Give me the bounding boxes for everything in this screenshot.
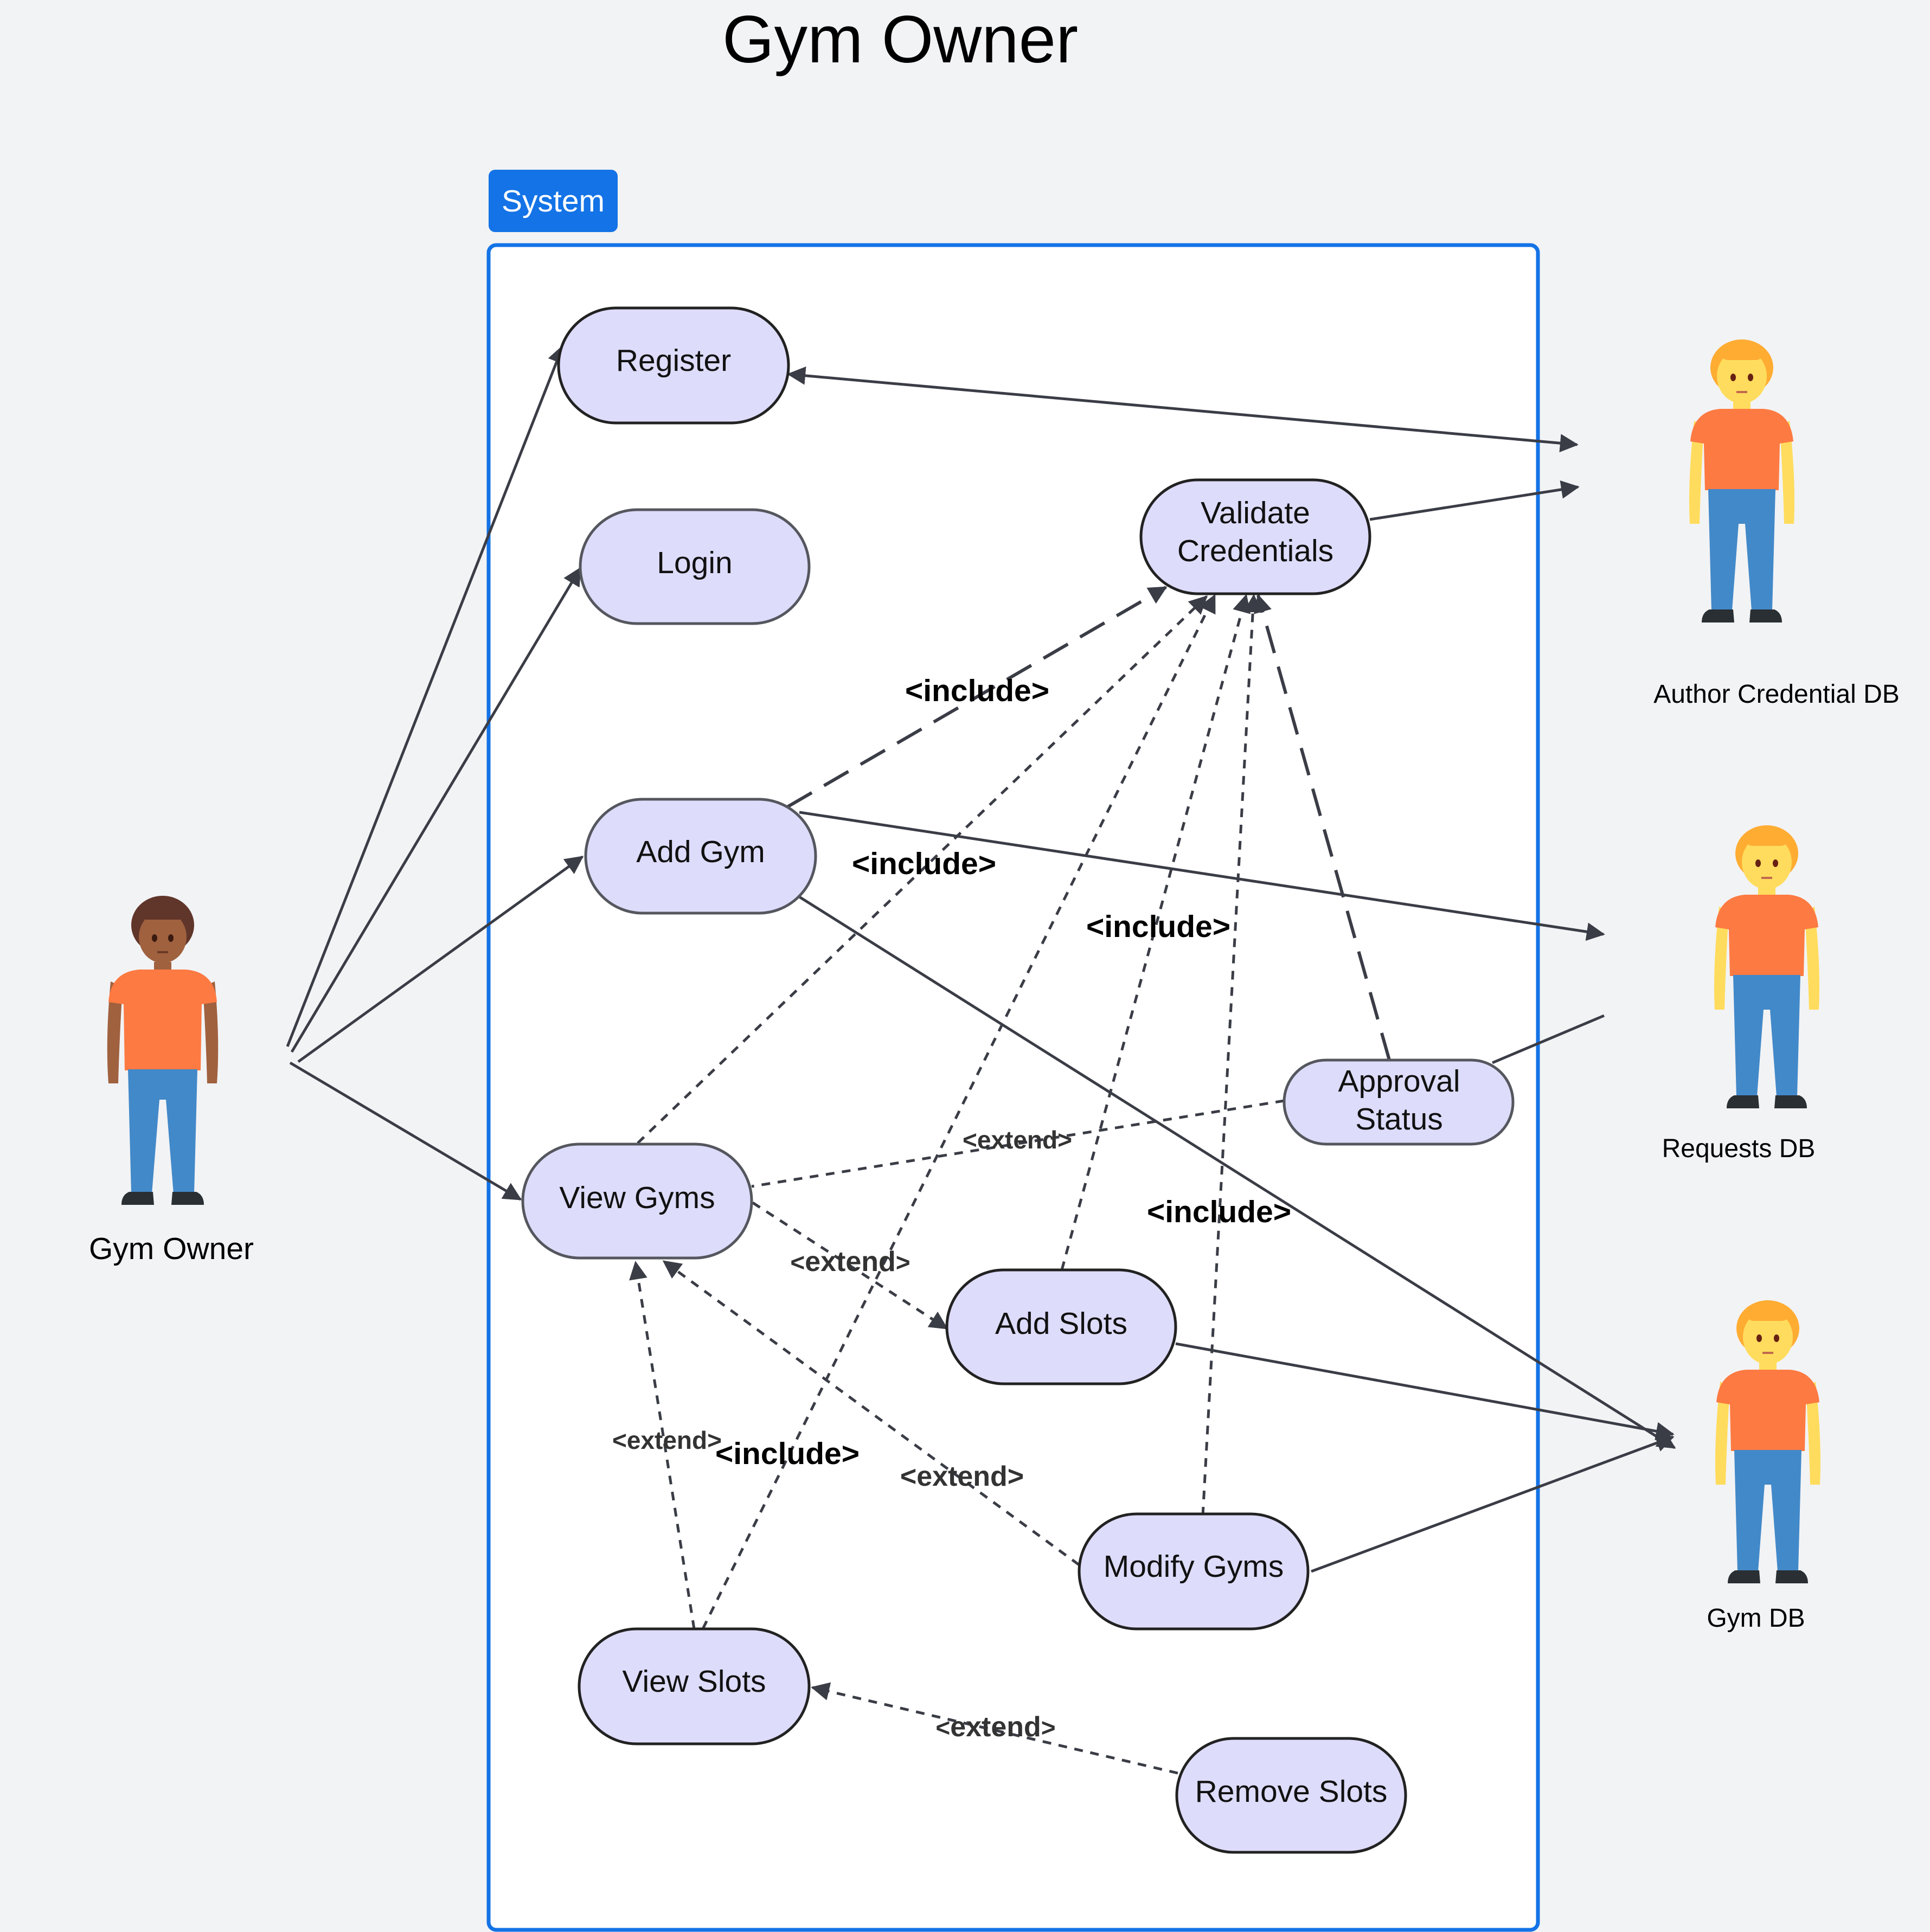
actor-credential-db: Author Credential DB	[1653, 339, 1900, 709]
gym-owner-figure-icon	[107, 896, 219, 1205]
assoc-register-credential-db	[787, 366, 1579, 453]
assoc-add-gym-gym-db	[798, 895, 1676, 1449]
use-case-label: Approval	[1338, 1064, 1460, 1099]
use-case-register[interactable]: Register	[557, 306, 790, 425]
include-view-slots-validate	[701, 594, 1216, 1630]
system-tag: System	[489, 170, 618, 232]
use-case-validate-credentials[interactable]: Validate Credentials	[1139, 478, 1371, 595]
assoc-owner-login	[290, 567, 582, 1053]
system-label: System	[502, 184, 605, 219]
actor-label: Requests DB	[1662, 1134, 1816, 1163]
extend-remove-slots-view-slots	[811, 1682, 1178, 1775]
use-case-add-slots[interactable]: Add Slots	[945, 1268, 1177, 1385]
extend-view-slots-view-gyms	[629, 1261, 696, 1629]
associations	[286, 344, 1676, 1573]
diagram-title: Gym Owner	[722, 3, 1078, 77]
extend-label: <extend>	[963, 1126, 1072, 1154]
use-case-label: Remove Slots	[1195, 1774, 1388, 1809]
use-case-view-slots[interactable]: View Slots	[578, 1627, 811, 1745]
actor-label: Gym DB	[1707, 1604, 1805, 1633]
requests-db-figure-icon	[1714, 825, 1819, 1108]
use-case-label: Add Gym	[636, 835, 765, 869]
use-case-label: View Gyms	[559, 1180, 715, 1215]
actor-gym-owner: Gym Owner	[89, 896, 254, 1266]
use-case-add-gym[interactable]: Add Gym	[584, 798, 817, 915]
use-case-label: Add Slots	[995, 1306, 1127, 1341]
extend-label: <extend>	[612, 1426, 722, 1454]
actor-gym-db: Gym DB	[1707, 1300, 1820, 1633]
use-case-remove-slots[interactable]: Remove Slots	[1175, 1737, 1407, 1854]
use-case-label: Status	[1355, 1102, 1443, 1137]
use-case-label: Register	[616, 343, 731, 378]
actor-requests-db: Requests DB	[1662, 825, 1819, 1163]
extend-relations	[629, 1099, 1285, 1775]
include-label: <include>	[715, 1436, 860, 1471]
system-boundary	[486, 243, 1540, 1932]
include-label: <include>	[1086, 909, 1230, 944]
assoc-validate-credential-db	[1369, 480, 1580, 521]
extend-approval-view-gyms	[751, 1099, 1285, 1188]
assoc-approval-requests-db	[1492, 1014, 1605, 1064]
use-case-label: Login	[657, 545, 732, 580]
assoc-modify-gyms-gym-db	[1311, 1434, 1675, 1573]
gym-db-figure-icon	[1715, 1300, 1820, 1583]
use-case-view-gyms[interactable]: View Gyms	[521, 1142, 753, 1260]
include-label: <include>	[1147, 1195, 1291, 1229]
use-case-label: Credentials	[1177, 534, 1333, 568]
include-approval-validate	[1254, 594, 1391, 1061]
extend-label: <extend>	[900, 1461, 1024, 1492]
use-case-label: View Slots	[622, 1664, 766, 1699]
include-add-slots-validate	[1060, 594, 1251, 1270]
use-case-modify-gyms[interactable]: Modify Gyms	[1078, 1512, 1310, 1631]
assoc-add-slots-gym-db	[1175, 1342, 1675, 1441]
extend-label: <extend>	[790, 1246, 910, 1278]
include-relations	[637, 586, 1391, 1630]
assoc-owner-register	[286, 344, 566, 1047]
extend-view-gyms-add-slots	[752, 1201, 948, 1330]
include-label: <include>	[852, 846, 996, 881]
assoc-owner-add-gym	[297, 855, 584, 1063]
extend-label: <extend>	[935, 1711, 1055, 1743]
extend-modify-gyms-view-gyms	[662, 1260, 1080, 1567]
include-view-gyms-validate	[637, 595, 1208, 1144]
use-case-label: Validate	[1201, 496, 1310, 530]
credential-db-figure-icon	[1689, 339, 1794, 622]
include-label: <include>	[905, 673, 1049, 708]
relation-labels: <include> <include> <include> <include> …	[612, 673, 1291, 1743]
actor-label: Author Credential DB	[1653, 680, 1900, 709]
assoc-add-gym-requests-db	[799, 811, 1605, 941]
use-case-login[interactable]: Login	[579, 508, 811, 625]
include-add-gym-validate	[786, 586, 1168, 808]
use-case-label: Modify Gyms	[1104, 1549, 1284, 1584]
use-case-approval-status[interactable]: Approval Status	[1283, 1058, 1515, 1146]
assoc-owner-view-gyms	[289, 1061, 522, 1201]
include-modify-gyms-validate	[1201, 594, 1262, 1516]
actor-label: Gym Owner	[89, 1231, 254, 1266]
